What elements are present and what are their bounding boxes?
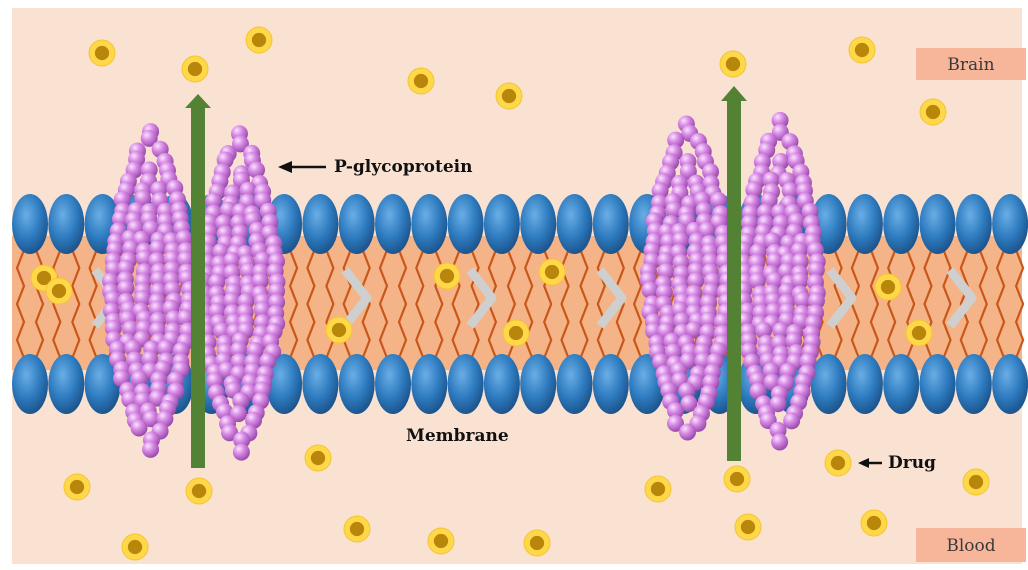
lipid-head-icon <box>48 354 84 414</box>
lipid-head-icon <box>448 194 484 254</box>
drug-molecule-icon <box>326 317 352 343</box>
drug-molecule-icon <box>645 476 671 502</box>
drug-molecule-icon <box>89 40 115 66</box>
lipid-head-icon <box>847 354 883 414</box>
lipid-head-icon <box>520 354 556 414</box>
lipid-head-icon <box>956 354 992 414</box>
drug-molecule-icon <box>849 37 875 63</box>
lipid-head-icon <box>302 354 338 414</box>
lipid-head-icon <box>593 194 629 254</box>
lipid-head-icon <box>375 194 411 254</box>
drug-molecule-icon <box>720 51 746 77</box>
drug-molecule-icon <box>182 56 208 82</box>
drug-molecule-icon <box>496 83 522 109</box>
drug-label: Drug <box>888 453 936 473</box>
lipid-head-icon <box>448 354 484 414</box>
blood-label: Blood <box>946 536 995 556</box>
pgp-bead <box>142 441 159 458</box>
lipid-head-icon <box>12 354 48 414</box>
lipid-head-icon <box>992 354 1028 414</box>
lipid-head-icon <box>12 194 48 254</box>
membrane-label: Membrane <box>406 426 509 446</box>
drug-molecule-icon <box>503 320 529 346</box>
lipid-head-icon <box>48 194 84 254</box>
pgp-bead <box>233 444 250 461</box>
drug-molecule-icon <box>305 445 331 471</box>
drug-molecule-icon <box>825 450 851 476</box>
drug-molecule-icon <box>963 469 989 495</box>
lipid-head-icon <box>883 194 919 254</box>
lipid-head-icon <box>484 194 520 254</box>
lipid-head-icon <box>520 194 556 254</box>
pgp-bead <box>679 424 696 441</box>
drug-molecule-icon <box>428 528 454 554</box>
drug-molecule-icon <box>539 259 565 285</box>
lipid-head-icon <box>883 354 919 414</box>
pgp-bead <box>131 420 148 437</box>
lipid-head-icon <box>847 194 883 254</box>
drug-molecule-icon <box>186 478 212 504</box>
drug-molecule-icon <box>246 27 272 53</box>
lipid-head-icon <box>484 354 520 414</box>
pgp-label: P-glycoprotein <box>334 157 473 177</box>
pgp-bead <box>771 433 788 450</box>
drug-molecule-icon <box>906 320 932 346</box>
lipid-head-icon <box>593 354 629 414</box>
brain-tag: Brain <box>916 48 1026 80</box>
drug-molecule-icon <box>122 534 148 560</box>
drug-molecule-icon <box>735 514 761 540</box>
blood-tag: Blood <box>916 528 1026 562</box>
drug-molecule-icon <box>408 68 434 94</box>
drug-molecule-icon <box>344 516 370 542</box>
lipid-head-icon <box>339 194 375 254</box>
drug-molecule-icon <box>46 278 72 304</box>
drug-molecule-icon <box>861 510 887 536</box>
drug-molecule-icon <box>724 466 750 492</box>
lipid-head-icon <box>411 354 447 414</box>
lipid-head-icon <box>302 194 338 254</box>
drug-molecule-icon <box>434 263 460 289</box>
lipid-head-icon <box>920 354 956 414</box>
drug-molecule-icon <box>875 274 901 300</box>
lipid-head-icon <box>557 354 593 414</box>
lipid-head-icon <box>992 194 1028 254</box>
lipid-head-icon <box>557 194 593 254</box>
brain-label: Brain <box>947 55 994 75</box>
lipid-head-icon <box>375 354 411 414</box>
drug-molecule-icon <box>524 530 550 556</box>
lipid-head-icon <box>411 194 447 254</box>
lipid-head-icon <box>339 354 375 414</box>
drug-molecule-icon <box>64 474 90 500</box>
drug-molecule-icon <box>920 99 946 125</box>
lipid-head-icon <box>956 194 992 254</box>
lipid-head-icon <box>920 194 956 254</box>
